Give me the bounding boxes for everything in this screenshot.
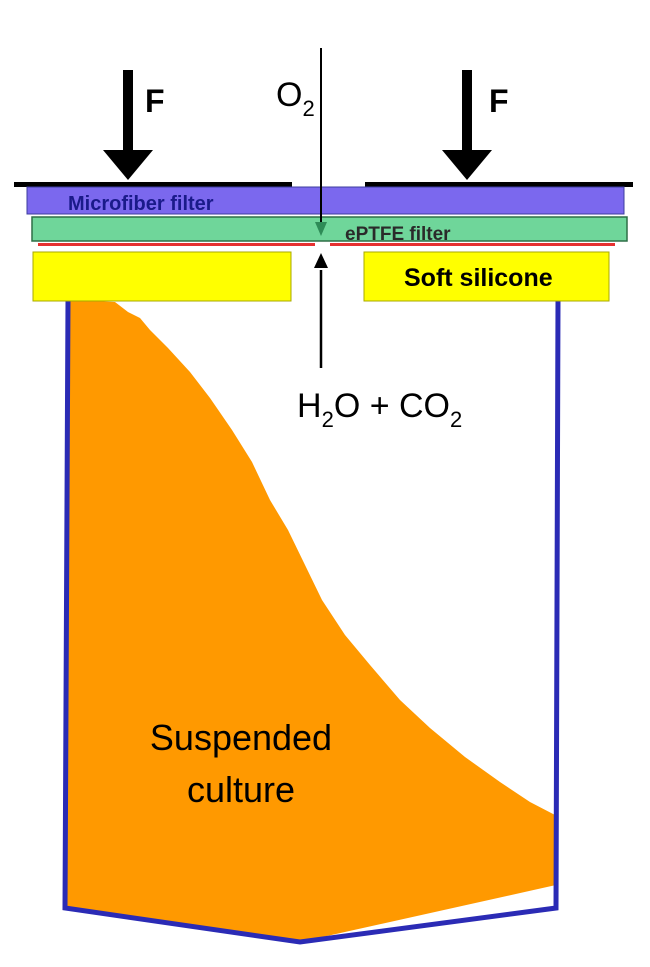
right-force-label: F [489,83,509,119]
right-force-arrow: F [442,70,509,180]
microfiber-filter-label: Microfiber filter [68,193,214,215]
left-force-arrow: F [103,70,165,180]
culture-label-line1: Suspended [150,717,332,758]
exhaust-co-subscript: 2 [450,407,462,432]
eptfe-filter-layer [31,216,628,242]
left-force-head [103,150,153,180]
exhaust-outflow-arrow [314,253,328,368]
oxygen-arrow-head [315,222,327,236]
exhaust-arrow-head [314,253,328,268]
right-clamp-plate [365,182,633,187]
right-silicone-gasket [363,251,610,302]
vessel [62,299,561,945]
left-force-label: F [145,83,165,119]
oxygen-label: O2 [276,76,315,121]
right-force-shaft [462,70,472,156]
microfiber-filter-layer [26,186,625,215]
oxygen-subscript: 2 [302,96,314,121]
suspended-culture-fill [65,300,556,942]
left-force-shaft [123,70,133,156]
exhaust-h: H [297,387,322,425]
soft-silicone-label: Soft silicone [404,264,553,292]
culture-label-line2: culture [187,769,295,810]
exhaust-h-subscript: 2 [322,407,334,432]
oxygen-symbol: O [276,76,302,114]
vessel-wall [62,299,561,945]
filter-cap: Microfiber filter ePTFE filter Soft sili… [14,182,633,302]
oxygen-inflow-arrow [315,48,327,236]
eptfe-filter-label: ePTFE filter [345,224,451,245]
left-silicone-gasket [32,251,292,302]
exhaust-label: H2O + CO2 [297,387,462,432]
left-seal-line [38,243,315,246]
exhaust-rest: O + CO [334,387,450,425]
right-seal-line [330,243,615,246]
right-force-head [442,150,492,180]
left-clamp-plate [14,182,292,187]
